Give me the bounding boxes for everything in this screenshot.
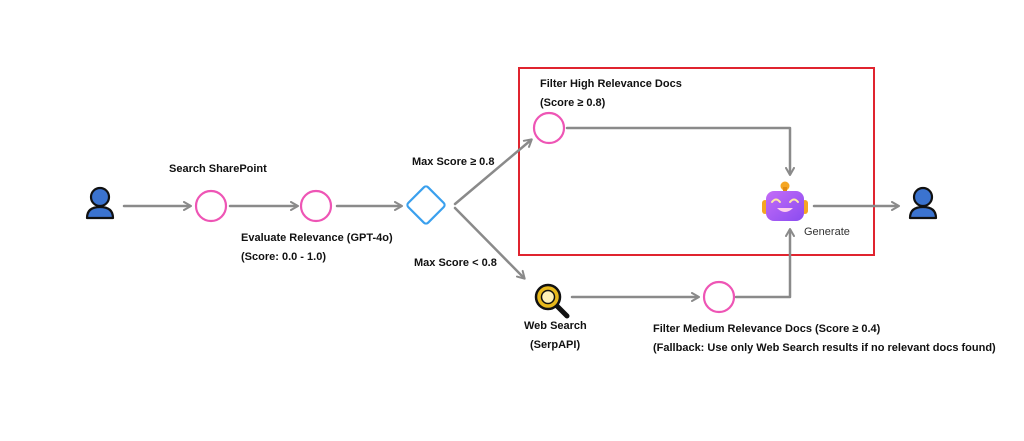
edge-decision-to-filter-high (453, 138, 533, 206)
evaluate-relevance-node (299, 189, 333, 223)
filter-medium-node (702, 280, 736, 314)
magnifier-icon (534, 283, 570, 319)
high-branch-condition-label: Max Score ≥ 0.8 (412, 156, 495, 168)
end-user-icon (908, 186, 938, 220)
evaluate-relevance-sublabel: (Score: 0.0 - 1.0) (241, 251, 326, 263)
edge-decision-to-web-search (453, 206, 526, 280)
search-sharepoint-label: Search SharePoint (169, 163, 267, 175)
filter-high-sublabel: (Score ≥ 0.8) (540, 97, 606, 109)
low-branch-condition-label: Max Score < 0.8 (414, 257, 497, 269)
filter-medium-sublabel: (Fallback: Use only Web Search results i… (653, 342, 996, 354)
robot-icon (762, 181, 808, 221)
start-user-icon (85, 186, 115, 220)
web-search-sublabel: (SerpAPI) (530, 339, 581, 351)
search-sharepoint-node (194, 189, 228, 223)
decision-diamond (406, 185, 446, 225)
generate-label: Generate (804, 226, 850, 238)
evaluate-relevance-label: Evaluate Relevance (GPT-4o) (241, 232, 393, 244)
edge-filter-high-to-generate (565, 126, 795, 176)
high-relevance-highlight-box (518, 67, 875, 256)
edges (122, 126, 900, 302)
filter-medium-label: Filter Medium Relevance Docs (Score ≥ 0.… (653, 323, 881, 335)
filter-high-label: Filter High Relevance Docs (540, 78, 682, 90)
web-search-label: Web Search (524, 320, 587, 332)
filter-high-node (532, 111, 566, 145)
edge-filter-medium-to-generate (734, 228, 795, 299)
